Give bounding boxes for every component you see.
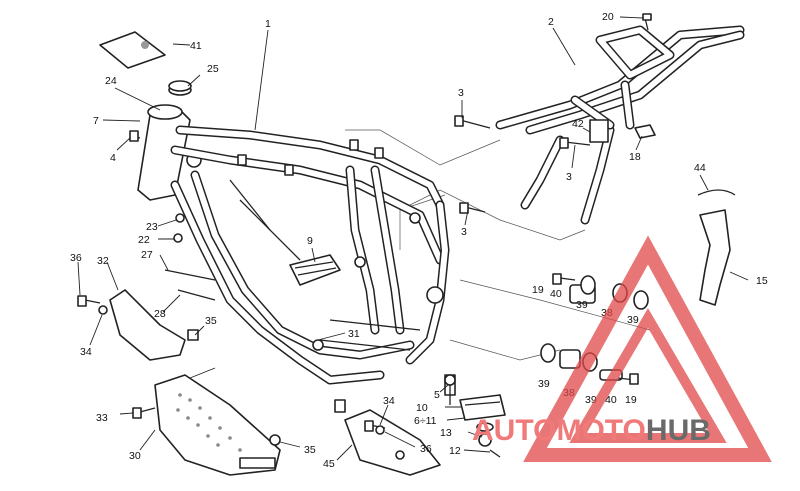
label-part-31: 31	[348, 328, 360, 340]
label-part-25: 25	[207, 63, 219, 75]
footpeg-left	[289, 254, 341, 286]
frame-guard-left	[109, 289, 199, 361]
label-part-35: 35	[205, 315, 217, 327]
label-part-3: 3	[566, 171, 572, 183]
label-part-18: 18	[629, 151, 641, 163]
label-part-36: 36	[70, 252, 82, 264]
label-part-39: 39	[538, 378, 550, 390]
label-part-3: 3	[461, 226, 467, 238]
label-part-39: 39	[585, 394, 597, 406]
label-part-39: 39	[576, 299, 588, 311]
label-part-15: 15	[756, 275, 768, 287]
label-part-19: 19	[532, 284, 544, 296]
owners-manual	[99, 31, 166, 69]
watermark-logo: AUTOMOTOHUB	[472, 235, 772, 462]
label-part-20: 20	[602, 11, 614, 23]
watermark-triangle-inner	[569, 308, 727, 443]
label-part-12: 12	[449, 445, 461, 457]
label-part-9: 9	[307, 235, 313, 247]
label-part-7: 7	[93, 115, 99, 127]
label-part-2: 2	[548, 16, 554, 28]
label-part-4: 4	[110, 152, 116, 164]
label-part-27: 27	[141, 249, 153, 261]
rear-subframe	[495, 25, 745, 225]
label-part-41: 41	[190, 40, 202, 52]
label-part-24: 24	[105, 75, 117, 87]
exhaust-heat-guard	[697, 189, 736, 306]
main-frame	[137, 104, 450, 385]
label-part-30: 30	[129, 450, 141, 462]
label-part-23: 23	[146, 221, 158, 233]
label-part-6-11: 6÷11	[414, 415, 437, 427]
label-part-22: 22	[138, 234, 150, 246]
label-part-44: 44	[694, 162, 706, 174]
steering-cap	[168, 80, 192, 96]
label-part-34: 34	[383, 395, 395, 407]
watermark-auto: AUTO	[472, 414, 556, 447]
label-part-32: 32	[97, 255, 109, 267]
watermark-moto: MOTO	[556, 414, 645, 447]
label-part-45: 45	[323, 458, 335, 470]
fastener-bolts	[77, 13, 656, 458]
label-part-28: 28	[154, 308, 166, 320]
watermark-text: AUTOMOTOHUB	[472, 414, 711, 447]
label-part-34: 34	[80, 346, 92, 358]
label-part-1: 1	[265, 18, 271, 30]
label-part-33: 33	[96, 412, 108, 424]
watermark-triangle-outer	[523, 235, 772, 462]
label-part-5: 5	[434, 389, 440, 401]
label-part-3: 3	[458, 87, 464, 99]
label-part-19: 19	[625, 394, 637, 406]
part-number-labels: 1 2 3 3 3 4 5 7 9 10 6÷11 12 13 15 18 19…	[70, 11, 768, 470]
callout-leaders	[77, 16, 749, 461]
label-part-35: 35	[304, 444, 316, 456]
label-part-42: 42	[572, 118, 584, 130]
label-part-40: 40	[550, 288, 562, 300]
label-part-40: 40	[605, 394, 617, 406]
label-part-13: 13	[440, 427, 452, 439]
label-part-36: 36	[420, 443, 432, 455]
label-part-10: 10	[416, 402, 428, 414]
label-part-39: 39	[627, 314, 639, 326]
skid-plate	[154, 374, 281, 476]
watermark-hub: HUB	[646, 414, 711, 447]
